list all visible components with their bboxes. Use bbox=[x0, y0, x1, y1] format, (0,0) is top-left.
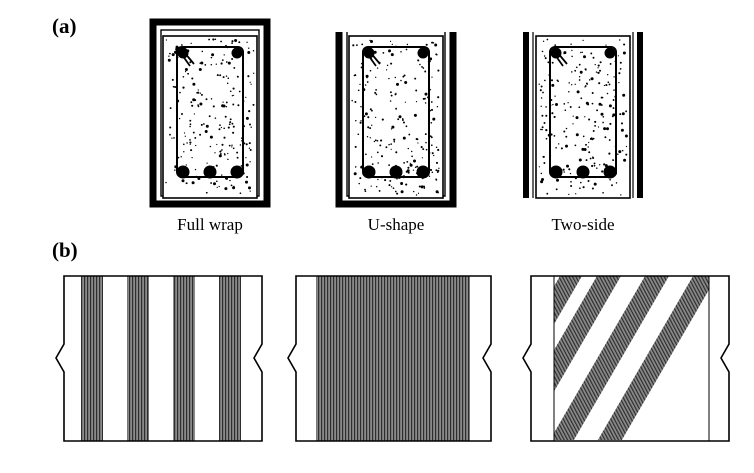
continuous-sheet-beam-outline bbox=[287, 275, 492, 442]
u-shape-rebar-bottom-middle bbox=[389, 165, 403, 179]
u-shape-rebar-top-left bbox=[363, 47, 375, 59]
caption-u-shape: U-shape bbox=[367, 215, 425, 234]
frp-strip-3 bbox=[173, 276, 195, 441]
frp-inclined-strip-3 bbox=[554, 276, 669, 440]
caption-two-side: Two-side bbox=[551, 215, 615, 234]
inclined-strips-beam-outline bbox=[522, 275, 730, 442]
frp-strip-2 bbox=[127, 276, 149, 441]
panel-a-sections bbox=[149, 18, 643, 208]
panel-a-label: (a) bbox=[52, 14, 77, 38]
u-shape-rebar-bottom-right bbox=[416, 165, 430, 179]
full-wrap-rebar-bottom-left bbox=[176, 165, 190, 179]
caption-full-wrap: Full wrap bbox=[177, 215, 243, 234]
elevation-discrete-strips bbox=[81, 276, 241, 441]
frp-inclined-strip-1 bbox=[554, 276, 582, 325]
full-wrap-frp-outer bbox=[149, 18, 271, 208]
full-wrap-rebar-top-left bbox=[177, 47, 189, 59]
section-full-wrap bbox=[149, 18, 271, 208]
frp-inclined-strip-2 bbox=[554, 276, 621, 392]
discrete-strips-beam-outline bbox=[55, 275, 263, 442]
two-side-frp-left bbox=[523, 32, 529, 198]
section-u-shape bbox=[335, 32, 457, 208]
panel-b-elevations bbox=[55, 275, 730, 442]
frp-inclined-strip-4 bbox=[597, 276, 709, 440]
u-shape-rebar-bottom-left bbox=[362, 165, 376, 179]
two-side-rebar-bottom-left bbox=[549, 165, 563, 179]
panel-b-label: (b) bbox=[52, 238, 78, 262]
frp-strip-4 bbox=[219, 276, 241, 441]
full-wrap-rebar-bottom-middle bbox=[203, 165, 217, 179]
elevation-inclined-strips bbox=[554, 276, 709, 440]
elevation-continuous-sheet bbox=[316, 276, 470, 441]
u-shape-frp-outer bbox=[335, 32, 457, 208]
full-wrap-rebar-bottom-right bbox=[230, 165, 244, 179]
two-side-rebar-bottom-middle bbox=[576, 165, 590, 179]
two-side-frp-right bbox=[637, 32, 643, 198]
section-two-side bbox=[523, 32, 643, 199]
two-side-rebar-bottom-right bbox=[603, 165, 617, 179]
frp-continuous-sheet bbox=[316, 276, 470, 441]
two-side-rebar-top-left bbox=[550, 47, 562, 59]
frp-strip-1 bbox=[81, 276, 103, 441]
two-side-rebar-top-right bbox=[604, 47, 616, 59]
full-wrap-rebar-top-right bbox=[231, 47, 243, 59]
u-shape-rebar-top-right bbox=[417, 47, 429, 59]
